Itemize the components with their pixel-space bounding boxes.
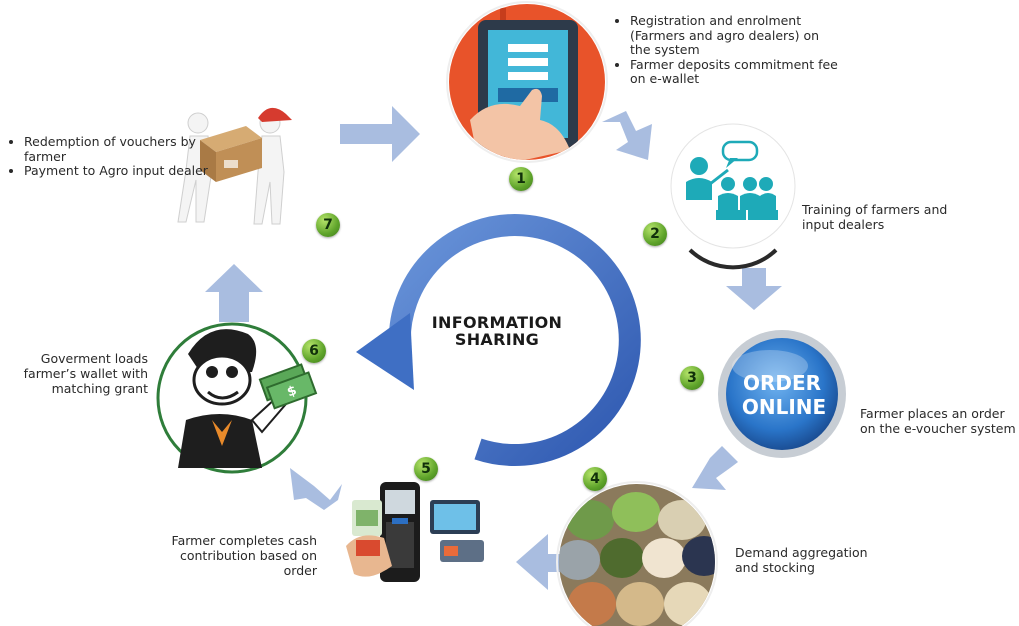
grain-sacks-icon: [559, 484, 715, 626]
flow-arrow-3-4: [692, 446, 738, 490]
flow-arrow-1-2: [602, 111, 652, 160]
svg-text:ONLINE: ONLINE: [742, 395, 826, 419]
step-7-text: Redemption of vouchers by farmer Payment…: [8, 134, 214, 179]
svg-text:ORDER: ORDER: [743, 371, 821, 395]
payment-terminal-icon: [346, 482, 484, 582]
step-4-text: Demand aggregation and stocking: [735, 545, 868, 575]
flow-arrow-2-3: [726, 268, 782, 310]
step-2-text: Training of farmers and input dealers: [802, 202, 948, 232]
center-title-line-1: INFORMATION: [431, 313, 563, 332]
register-tablet-icon: [449, 4, 605, 160]
step-1-bullet-1: Registration and enrolment (Farmers and …: [630, 13, 840, 58]
step-5-badge: 5: [414, 457, 438, 481]
step-6-badge: 6: [302, 339, 326, 363]
center-title-line-2: SHARING: [454, 330, 540, 349]
center-title: INFORMATION SHARING: [412, 314, 582, 348]
step-5-text: Farmer completes cash contribution based…: [171, 533, 317, 578]
flow-arrow-7-1: [340, 106, 420, 162]
step-7-bullet-1: Redemption of vouchers by farmer: [24, 134, 214, 164]
flow-arrow-6-7: [205, 264, 263, 322]
step-7-bullet-2: Payment to Agro input dealer: [24, 164, 214, 179]
step-1-text: Registration and enrolment (Farmers and …: [614, 13, 840, 87]
step-1-frame: [446, 1, 608, 163]
handover-box-icon: [177, 107, 292, 225]
step-6-text: Goverment loads farmer’s wallet with mat…: [23, 351, 148, 396]
order-online-icon: ORDER ONLINE: [718, 330, 846, 458]
cycle-arrow: [356, 214, 641, 467]
step-4-frame: [556, 481, 718, 626]
flow-arrow-4-5: [516, 534, 578, 590]
step-7-badge: 7: [316, 213, 340, 237]
training-people-icon: [670, 123, 796, 270]
step-1-badge: 1: [509, 167, 533, 191]
step-2-badge: 2: [643, 222, 667, 246]
flow-arrow-5-6: [290, 468, 342, 510]
step-4-badge: 4: [583, 467, 607, 491]
step-3-text: Farmer places an order on the e-voucher …: [860, 406, 1016, 436]
step-1-bullet-2: Farmer deposits commitment fee on e-wall…: [630, 57, 840, 87]
man-with-cash-icon: $: [156, 322, 318, 474]
step-3-badge: 3: [680, 366, 704, 390]
